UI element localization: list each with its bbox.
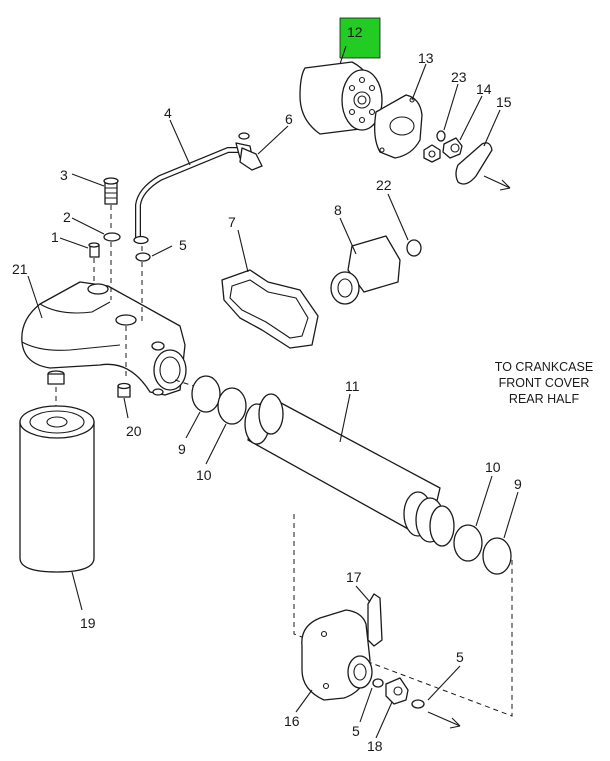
part-1-fitting xyxy=(88,242,100,258)
part-6-flange xyxy=(239,147,263,171)
callout-10-left[interactable]: 10 xyxy=(196,467,212,483)
callout-13[interactable]: 13 xyxy=(418,50,434,66)
callout-16[interactable]: 16 xyxy=(284,713,300,729)
part-15-gasket xyxy=(455,142,493,185)
bracket-outline xyxy=(293,514,513,717)
callout-4[interactable]: 4 xyxy=(164,105,172,121)
part-9-seal-right xyxy=(482,537,512,575)
part-21-filter-housing xyxy=(21,281,187,396)
part-22-o-ring xyxy=(406,239,422,257)
callout-9-left[interactable]: 9 xyxy=(178,441,186,457)
part-3-plug xyxy=(103,177,119,205)
part-10-seal-right xyxy=(453,524,483,562)
callout-9-right[interactable]: 9 xyxy=(514,476,522,492)
callout-22[interactable]: 22 xyxy=(376,177,392,193)
callout-14[interactable]: 14 xyxy=(476,81,492,97)
leader-lines xyxy=(27,45,519,739)
callout-15[interactable]: 15 xyxy=(496,94,512,110)
part-6-ring xyxy=(238,132,250,140)
note-crankcase: TO CRANKCASE FRONT COVER REAR HALF xyxy=(495,360,593,406)
note-line-3: REAR HALF xyxy=(509,392,580,406)
callout-numbers: 12 13 23 14 15 4 6 3 22 8 2 7 1 5 21 11 … xyxy=(12,24,522,754)
part-11-oil-cooler xyxy=(244,393,455,547)
callout-5-upper[interactable]: 5 xyxy=(179,237,187,253)
part-20-plug xyxy=(117,382,131,398)
arrow-15 xyxy=(499,179,511,191)
callout-23[interactable]: 23 xyxy=(451,69,467,85)
arrow-18 xyxy=(449,717,461,729)
part-16-housing xyxy=(301,609,373,701)
callout-12[interactable]: 12 xyxy=(347,24,363,40)
callout-6[interactable]: 6 xyxy=(285,111,293,127)
part-18-fitting xyxy=(385,677,409,705)
callout-18[interactable]: 18 xyxy=(367,738,383,754)
part-14-nut xyxy=(423,144,441,163)
callout-3[interactable]: 3 xyxy=(60,167,68,183)
part-5-o-ring-lower-left xyxy=(372,678,384,688)
callout-19[interactable]: 19 xyxy=(80,615,96,631)
part-10-seal-left xyxy=(217,387,247,425)
part-19-filter-cartridge xyxy=(19,370,95,573)
callout-5-lower-left[interactable]: 5 xyxy=(352,723,360,739)
part-23-o-ring xyxy=(436,130,446,142)
callout-11[interactable]: 11 xyxy=(345,378,360,394)
callout-1[interactable]: 1 xyxy=(51,229,59,245)
callout-20[interactable]: 20 xyxy=(126,423,142,439)
callout-5-lower-right[interactable]: 5 xyxy=(456,649,464,665)
part-8-insert xyxy=(330,235,401,305)
callout-2[interactable]: 2 xyxy=(63,209,71,225)
part-5-o-ring-upper xyxy=(135,252,151,262)
part-12-oil-filter xyxy=(299,61,383,135)
callout-7[interactable]: 7 xyxy=(228,214,236,230)
callout-21[interactable]: 21 xyxy=(12,261,28,277)
highlight-box-12[interactable] xyxy=(339,17,381,59)
note-line-1: TO CRANKCASE xyxy=(495,360,593,374)
part-5-o-ring-lower-right xyxy=(411,699,425,709)
part-9-seal-left xyxy=(191,375,221,413)
part-17-clip xyxy=(367,593,383,647)
part-2-o-ring xyxy=(103,232,121,242)
part-13-adapter xyxy=(374,94,423,159)
callout-10-right[interactable]: 10 xyxy=(485,459,501,475)
callout-17[interactable]: 17 xyxy=(346,569,362,585)
part-7-gasket xyxy=(221,269,319,349)
note-line-2: FRONT COVER xyxy=(499,376,590,390)
callout-8[interactable]: 8 xyxy=(334,202,342,218)
part-14-fitting xyxy=(442,137,463,159)
